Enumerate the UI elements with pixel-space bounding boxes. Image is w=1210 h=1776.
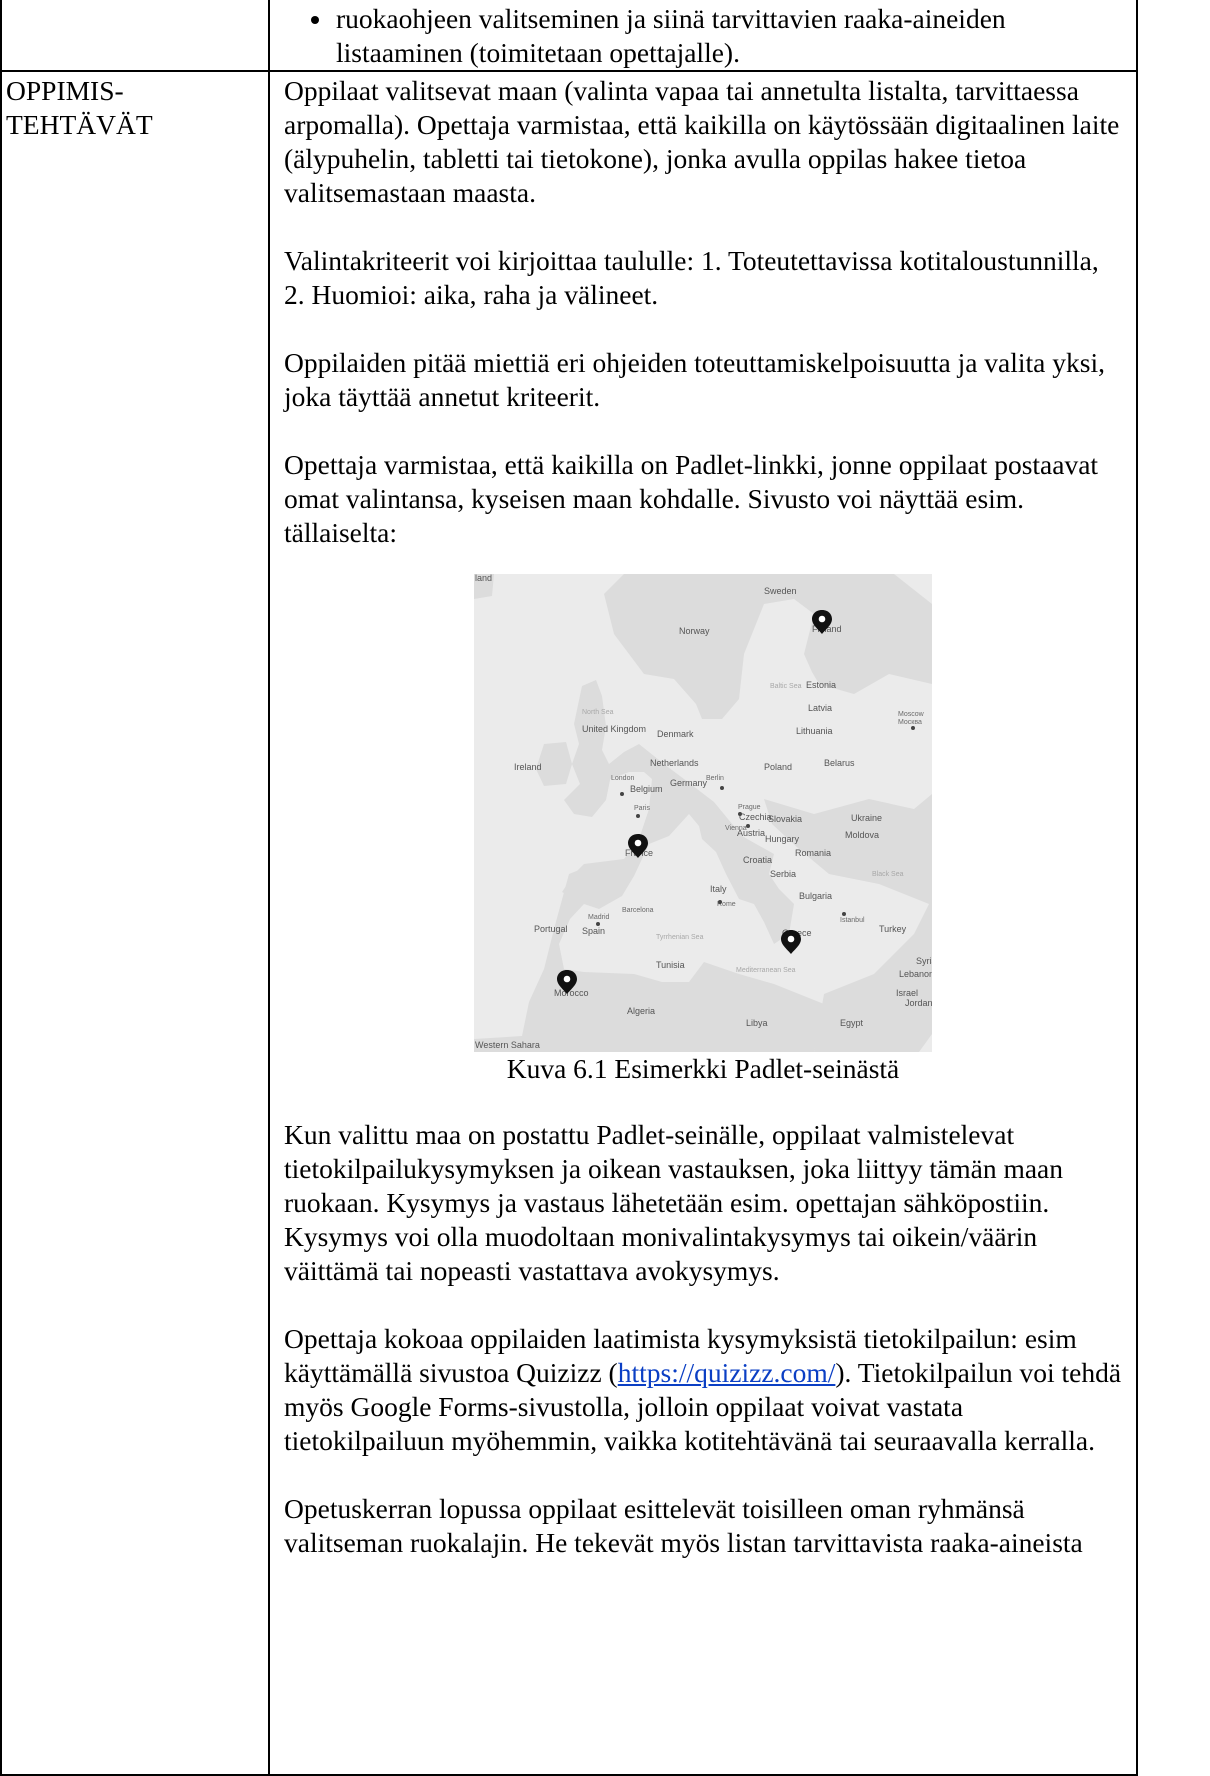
map-label-country: Algeria (627, 1006, 655, 1016)
map-label-city: Paris (634, 805, 650, 812)
map-label-city: Москва (898, 719, 922, 726)
map-label-city: Vienna (725, 825, 747, 832)
map-label-country: Portugal (534, 924, 568, 934)
map-label-country: Syria (916, 956, 932, 966)
content-cell-tasks: Oppilaat valitsevat maan (valinta vapaa … (268, 70, 1138, 1776)
map-label-sea: North Sea (582, 709, 614, 716)
section-label-text: OPPIMIS- TEHTÄVÄT (6, 75, 153, 140)
paragraph-6-end: ). Tietokilpailun voi tehdä myös Google … (284, 1357, 1122, 1456)
bullet-list: ruokaohjeen valitseminen ja siinä tarvit… (284, 2, 1122, 70)
map-label-country: Ireland (514, 762, 542, 772)
map-pin-icon (781, 930, 801, 954)
map-pin-icon (628, 834, 648, 858)
map-label-country: Libya (746, 1018, 768, 1028)
map-pin-icon (812, 610, 832, 634)
document-page: ruokaohjeen valitseminen ja siinä tarvit… (0, 0, 1210, 1670)
map-label-city: London (611, 775, 634, 782)
map-label-country: Hungary (765, 834, 800, 844)
map-label-country: Netherlands (650, 758, 699, 768)
map-label-country: Czechia (739, 812, 772, 822)
map-label-country: United Kingdom (582, 724, 646, 734)
map-label-country: Estonia (806, 680, 836, 690)
figure-caption: Kuva 6.1 Esimerkki Padlet-seinästä (506, 1053, 900, 1084)
list-item: ruokaohjeen valitseminen ja siinä tarvit… (334, 2, 1122, 70)
map-label-city: Rome (717, 901, 736, 908)
map-label-country: Slovakia (768, 814, 802, 824)
map-label-country: Belarus (824, 758, 855, 768)
map-label-sea: Black Sea (872, 871, 904, 878)
paragraph-5: Kun valittu maa on postattu Padlet-seinä… (284, 1119, 1063, 1286)
figure: land Sweden Norway Finland Estonia Latvi… (284, 574, 1122, 1086)
map-label-city: Istanbul (840, 917, 865, 924)
map-label-country: Moldova (845, 830, 879, 840)
map-label-city: Moscow (898, 711, 925, 718)
table-row-tasks: OPPIMIS- TEHTÄVÄT Oppilaat valitsevat ma… (0, 70, 1138, 1776)
map-label-country: Ukraine (851, 813, 882, 823)
map-label-city: Prague (738, 804, 761, 811)
map-city-dots (596, 726, 915, 926)
map-label-country: Germany (670, 778, 708, 788)
map-label-country: Israel (896, 988, 918, 998)
section-label: OPPIMIS- TEHTÄVÄT (0, 70, 270, 1776)
map-label-sea: Baltic Sea (770, 683, 802, 690)
paragraph-7: Opetuskerran lopussa oppilaat esittelevä… (284, 1493, 1083, 1558)
map-label-country: Denmark (657, 729, 694, 739)
map-label-country: Austria (737, 828, 765, 838)
paragraph-1: Oppilaat valitsevat maan (valinta vapaa … (284, 75, 1120, 208)
map-label-country: Morocco (554, 988, 589, 998)
map-city-labels: Moscow Москва London Berlin Paris Prague… (588, 711, 925, 924)
paragraph-6-start: Opettaja kokoaa oppilaiden laatimista ky… (284, 1323, 1077, 1388)
paragraph-2: Valintakriteerit voi kirjoittaa taululle… (284, 245, 1099, 310)
map-label-country: Serbia (770, 869, 796, 879)
lesson-table: ruokaohjeen valitseminen ja siinä tarvit… (0, 0, 1138, 1776)
map-sea-labels: North Sea Baltic Sea Black Sea Tyrrhenia… (582, 683, 904, 974)
map-pin-icon (557, 970, 577, 994)
map-label-country: Bulgaria (799, 891, 832, 901)
map-label-country: Egypt (840, 1018, 864, 1028)
map-label-country: Turkey (879, 924, 907, 934)
map-label-country: Italy (710, 884, 727, 894)
map-label-country: Lebanon (899, 969, 932, 979)
map-label-country: Finland (812, 624, 842, 634)
paragraph-6: Opettaja kokoaa oppilaiden laatimista ky… (284, 1322, 1122, 1458)
map-label-country: Western Sahara (475, 1040, 540, 1050)
map-label-country: Latvia (808, 703, 832, 713)
table-row-top: ruokaohjeen valitseminen ja siinä tarvit… (0, 0, 1138, 72)
map-pins (557, 610, 832, 994)
content-cell-top: ruokaohjeen valitseminen ja siinä tarvit… (268, 0, 1138, 72)
map-label-country: Croatia (743, 855, 772, 865)
map-label-country: Tunisia (656, 960, 685, 970)
map-label-country: Poland (764, 762, 792, 772)
map-label-country: Romania (795, 848, 831, 858)
map-country-labels: land Sweden Norway Finland Estonia Latvi… (475, 574, 932, 1050)
map-label-city: Madrid (588, 914, 610, 921)
map-label-city: Barcelona (622, 907, 654, 914)
map-label-country: Sweden (764, 586, 797, 596)
quizizz-link[interactable]: https://quizizz.com/ (617, 1357, 836, 1388)
map-label-city: Berlin (706, 775, 724, 782)
paragraph-4: Opettaja varmistaa, että kaikilla on Pad… (284, 449, 1099, 548)
map-label-sea: Tyrrhenian Sea (656, 934, 704, 941)
map-label-country: Lithuania (796, 726, 833, 736)
map-label-partial: land (475, 574, 492, 583)
map-label-country: Jordan (905, 998, 932, 1008)
map-label-country: Spain (582, 926, 605, 936)
map-label-country: Norway (679, 626, 710, 636)
padlet-map: land Sweden Norway Finland Estonia Latvi… (474, 574, 932, 1052)
map-label-country: Belgium (630, 784, 663, 794)
paragraph-3: Oppilaiden pitää miettiä eri ohjeiden to… (284, 347, 1105, 412)
map-label-sea: Mediterranean Sea (736, 967, 796, 974)
empty-label-cell (0, 0, 270, 72)
